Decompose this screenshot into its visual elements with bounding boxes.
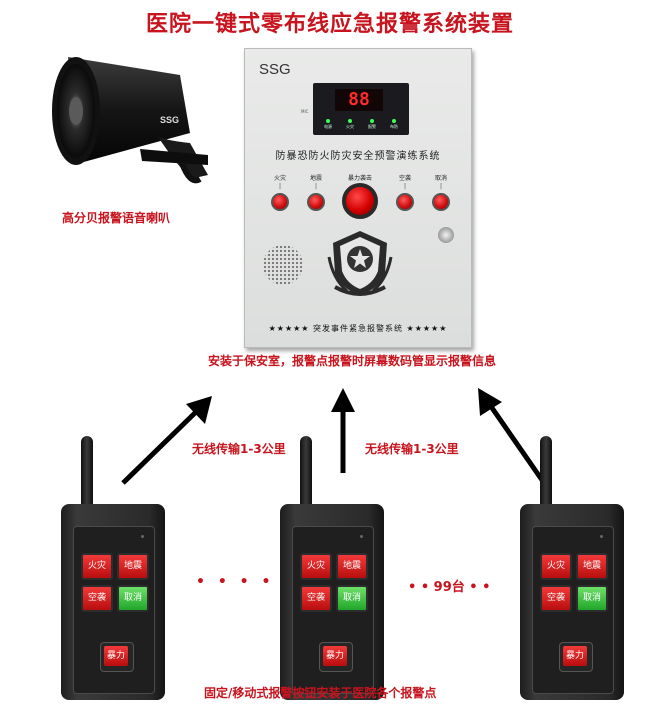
mic-label: MIC xyxy=(301,109,309,114)
alarm-speaker-image: SSG xyxy=(40,45,215,195)
led-fire: 火灾 xyxy=(341,119,359,130)
indicator-hole xyxy=(600,535,603,538)
remote-case: 火灾 地震 空袭 取消 暴力 xyxy=(61,504,165,700)
tick-air-raid: | xyxy=(403,183,407,190)
panel-brand: SSG xyxy=(259,61,291,78)
remote-violence-key[interactable]: 暴力 xyxy=(559,642,593,672)
remote-alarm-3: 火灾 地震 空袭 取消 暴力 xyxy=(520,436,624,700)
earthquake-button[interactable] xyxy=(307,193,325,211)
wireless-caption-right: 无线传输1-3公里 xyxy=(365,442,459,456)
panel-title: 防暴恐防火防灾安全预警演练系统 xyxy=(275,151,441,162)
key-switch[interactable] xyxy=(438,227,454,243)
label-violence: 暴力袭击 xyxy=(347,175,372,182)
remote-violence-key[interactable]: 暴力 xyxy=(319,642,353,672)
remote-alarm-1: 火灾 地震 空袭 取消 暴力 xyxy=(61,436,165,700)
led-row: 电源 火灾 报警 布防 xyxy=(319,119,403,130)
cancel-button[interactable] xyxy=(432,193,450,211)
police-emblem-icon xyxy=(325,227,395,299)
svg-text:SSG: SSG xyxy=(160,115,179,125)
remote-violence-key[interactable]: 暴力 xyxy=(100,642,134,672)
antenna xyxy=(540,436,552,506)
led-power: 电源 xyxy=(319,119,337,130)
arrow-left-head xyxy=(186,396,212,424)
remote-alarm-2: 火灾 地震 空袭 取消 暴力 xyxy=(280,436,384,700)
remote-face: 火灾 地震 空袭 取消 暴力 xyxy=(292,526,374,694)
arrow-right xyxy=(487,403,545,482)
indicator-hole xyxy=(360,535,363,538)
remote-fire-key[interactable]: 火灾 xyxy=(81,553,113,580)
count-label: • • 99台 • • xyxy=(408,580,491,595)
remote-fire-key[interactable]: 火灾 xyxy=(540,553,572,580)
remote-earthquake-key[interactable]: 地震 xyxy=(117,553,149,580)
remote-face: 火灾 地震 空袭 取消 暴力 xyxy=(73,526,155,694)
remote-cancel-key[interactable]: 取消 xyxy=(117,585,149,612)
label-cancel: 取消 xyxy=(434,175,447,182)
speaker-grille xyxy=(263,245,303,285)
digit-readout: 88 xyxy=(335,89,383,111)
violence-attack-button[interactable] xyxy=(342,183,378,219)
install-caption: 安装于保安室，报警点报警时屏幕数码管显示报警信息 xyxy=(208,354,497,368)
tick-earthquake: | xyxy=(314,183,318,190)
page-title: 医院一键式零布线应急报警系统装置 xyxy=(145,12,514,37)
label-earthquake: 地震 xyxy=(309,175,322,182)
tick-fire: | xyxy=(278,183,282,190)
wireless-caption-left: 无线传输1-3公里 xyxy=(192,442,286,456)
label-fire: 火灾 xyxy=(273,175,286,182)
indicator-hole xyxy=(141,535,144,538)
air-raid-button[interactable] xyxy=(396,193,414,211)
tick-cancel: | xyxy=(439,183,443,190)
antenna xyxy=(300,436,312,506)
label-air-raid: 空袭 xyxy=(398,175,411,182)
remote-fire-key[interactable]: 火灾 xyxy=(300,553,332,580)
arrow-right-head xyxy=(478,388,502,416)
remote-cancel-key[interactable]: 取消 xyxy=(576,585,608,612)
arrow-center-head xyxy=(331,388,355,412)
remote-earthquake-key[interactable]: 地震 xyxy=(336,553,368,580)
speaker-caption: 高分贝报警语音喇叭 xyxy=(62,211,171,225)
antenna xyxy=(81,436,93,506)
remote-air-raid-key[interactable]: 空袭 xyxy=(540,585,572,612)
arrow-left xyxy=(121,408,200,485)
remote-air-raid-key[interactable]: 空袭 xyxy=(81,585,113,612)
led-alarm: 报警 xyxy=(363,119,381,130)
remote-earthquake-key[interactable]: 地震 xyxy=(576,553,608,580)
remote-air-raid-key[interactable]: 空袭 xyxy=(300,585,332,612)
ellipsis-left: • • • • xyxy=(196,574,275,590)
remote-case: 火灾 地震 空袭 取消 暴力 xyxy=(280,504,384,700)
led-armed: 布防 xyxy=(385,119,403,130)
digit-display: 88 电源 火灾 报警 布防 xyxy=(313,83,409,135)
bottom-caption: 固定/移动式报警按钮安装于医院各个报警点 xyxy=(204,686,437,700)
alarm-control-panel: SSG MIC 88 电源 火灾 报警 布防 防暴恐防火防灾安全预警演练系统 火… xyxy=(244,48,472,348)
remote-case: 火灾 地震 空袭 取消 暴力 xyxy=(520,504,624,700)
remote-cancel-key[interactable]: 取消 xyxy=(336,585,368,612)
fire-button[interactable] xyxy=(271,193,289,211)
panel-footer: ★★★★★ 突发事件紧急报警系统 ★★★★★ xyxy=(268,324,448,333)
remote-face: 火灾 地震 空袭 取消 暴力 xyxy=(532,526,614,694)
